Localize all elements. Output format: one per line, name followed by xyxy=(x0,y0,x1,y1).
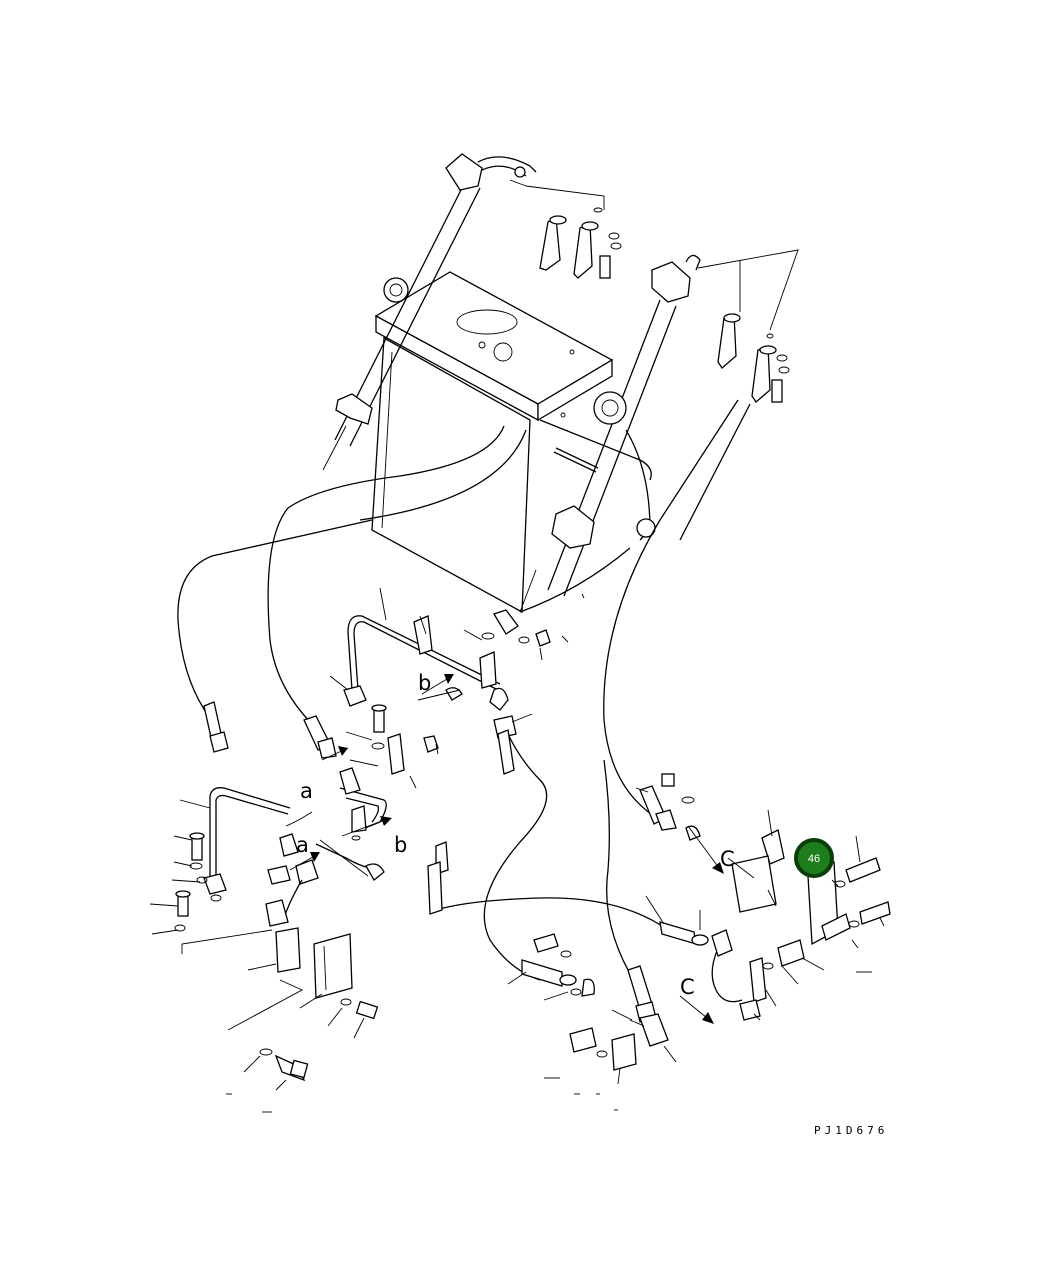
detail-label-c-lower: C xyxy=(680,975,695,999)
center-tube-assembly xyxy=(343,609,551,775)
top-left-bolt-group xyxy=(509,179,622,279)
part-callout-46[interactable]: 46 xyxy=(794,838,834,878)
left-lift-cylinder xyxy=(322,153,537,471)
detail-letters: a a b b C C xyxy=(296,671,735,999)
bottom-left-bolt xyxy=(259,1048,309,1082)
detail-label-b-lower: b xyxy=(394,833,407,857)
left-tube-assembly xyxy=(265,767,387,1020)
right-lower-assembly xyxy=(639,773,891,1021)
radiator-frame xyxy=(371,271,614,614)
callout-number[interactable]: 46 xyxy=(808,853,820,865)
detail-label-a-upper: a xyxy=(300,779,313,803)
far-left-tube-assembly xyxy=(174,701,337,932)
top-right-bolt-group xyxy=(697,249,799,403)
detail-label-a-lower: a xyxy=(296,833,309,857)
right-lift-cylinder xyxy=(519,254,701,613)
callout-circle[interactable] xyxy=(794,838,834,878)
leader-lines xyxy=(149,569,885,1113)
detail-arrows xyxy=(285,674,724,1024)
detail-label-c-upper: C xyxy=(720,847,735,871)
detail-label-b-upper: b xyxy=(418,671,431,695)
bottom-center-assembly xyxy=(427,715,669,1071)
drawing-code: PJ1D676 xyxy=(814,1124,888,1137)
hose-routing xyxy=(177,399,751,1003)
